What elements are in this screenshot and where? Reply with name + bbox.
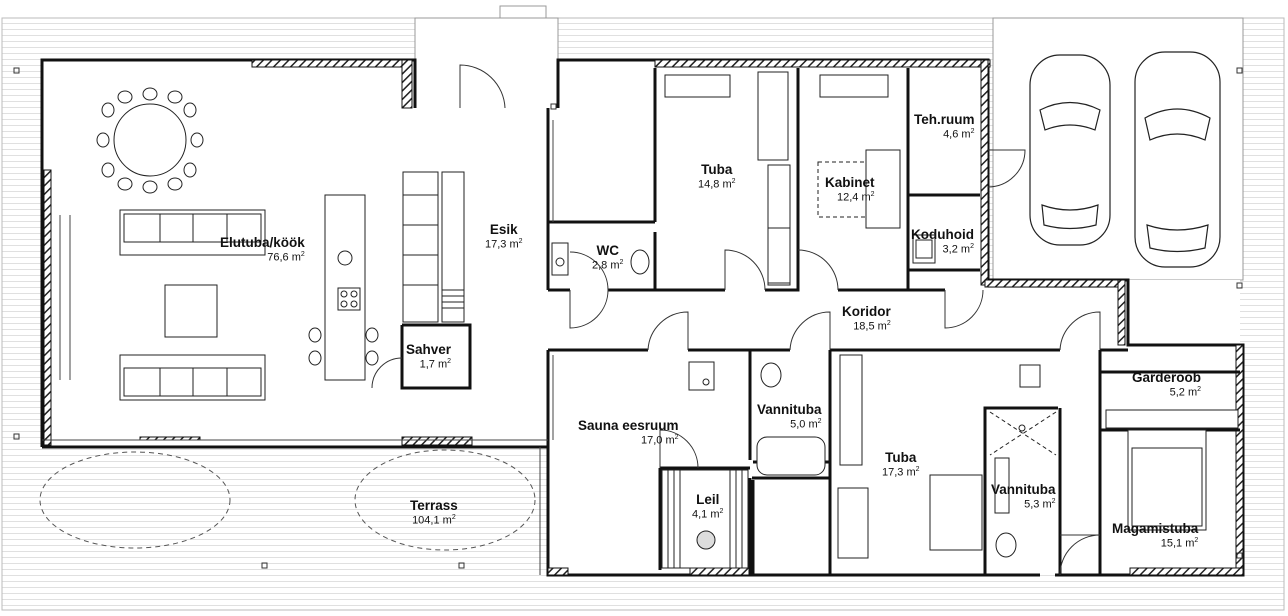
room-tuba-1: Tuba 14,8 m2: [698, 162, 736, 191]
room-esik: Esik 17,3 m2: [485, 222, 523, 251]
room-area: 1,7 m2: [419, 357, 452, 371]
room-name: WC: [596, 243, 619, 258]
room-leil: Leil 4,1 m2: [692, 492, 723, 521]
room-koduhoid: Koduhoid 3,2 m2: [911, 227, 974, 256]
room-name: Magamistuba: [1112, 521, 1199, 536]
room-area: 4,6 m2: [943, 127, 975, 141]
room-name: Tuba: [885, 450, 917, 465]
room-name: Sahver: [406, 342, 452, 357]
room-elutuba: Elutuba/köök 76,6 m2: [220, 235, 305, 264]
chimney: [499, 5, 547, 19]
room-area: 5,2 m2: [1169, 385, 1202, 399]
car-right: [1134, 51, 1221, 268]
room-area: 76,6 m2: [267, 250, 305, 264]
room-garderoob: Garderoob 5,2 m2: [1132, 370, 1201, 399]
room-name: Vannituba: [991, 482, 1056, 497]
room-area: 5,0 m2: [790, 417, 822, 431]
room-vannituba-2: Vannituba 5,3 m2: [991, 482, 1056, 511]
room-area: 104,1 m2: [412, 513, 456, 527]
room-name: Esik: [489, 222, 518, 237]
terrace-ellipses: [39, 449, 536, 551]
grid-markers: [13, 67, 1243, 569]
room-area: 18,5 m2: [853, 319, 891, 333]
room-name: Garderoob: [1132, 370, 1202, 385]
doors: [371, 64, 1101, 576]
room-wc: WC 2,8 m2: [592, 243, 623, 272]
insulated-walls: [43, 59, 1244, 576]
room-tehruum: Teh.ruum 4,6 m2: [914, 112, 975, 141]
room-vannituba-1: Vannituba 5,0 m2: [757, 402, 822, 431]
room-kabinet: Kabinet 12,4 m2: [825, 175, 875, 204]
room-name: Koridor: [842, 304, 891, 319]
room-terrass: Terrass 104,1 m2: [410, 498, 458, 527]
room-area: 15,1 m2: [1160, 536, 1199, 550]
room-area: 17,0 m2: [640, 433, 679, 447]
room-name: Sauna eesruum: [578, 418, 679, 433]
room-area: 17,3 m2: [485, 237, 523, 251]
room-name: Tuba: [701, 162, 733, 177]
room-area: 3,2 m2: [942, 242, 974, 256]
room-name: Vannituba: [757, 402, 822, 417]
room-sauna-eesruum: Sauna eesruum 17,0 m2: [578, 418, 679, 447]
room-area: 2,8 m2: [592, 258, 624, 272]
room-area: 14,8 m2: [698, 177, 736, 191]
sofas: [119, 209, 266, 401]
car-left: [1029, 54, 1111, 246]
room-area: 17,3 m2: [882, 465, 920, 479]
bedroom-furniture: [664, 71, 1239, 559]
interior-walls: [400, 68, 1240, 575]
room-sahver: Sahver 1,7 m2: [406, 342, 451, 371]
dining-table: [96, 87, 204, 194]
room-area: 4,1 m2: [692, 507, 724, 521]
room-name: Terrass: [410, 498, 458, 513]
room-area: 5,3 m2: [1024, 497, 1056, 511]
room-area: 12,4 m2: [836, 190, 875, 204]
room-name: Koduhoid: [911, 227, 974, 242]
room-tuba-2: Tuba 17,3 m2: [882, 450, 920, 479]
bathroom-fixtures: [551, 242, 1057, 558]
room-name: Elutuba/köök: [220, 235, 305, 250]
room-magamistuba: Magamistuba 15,1 m2: [1112, 521, 1198, 550]
room-name: Kabinet: [825, 175, 875, 190]
kitchen-island: [308, 171, 465, 381]
room-name: Teh.ruum: [914, 112, 975, 127]
room-name: Leil: [696, 492, 720, 507]
room-koridor: Koridor 18,5 m2: [842, 304, 891, 333]
sauna-benches: [661, 469, 749, 569]
windows: [42, 120, 554, 575]
